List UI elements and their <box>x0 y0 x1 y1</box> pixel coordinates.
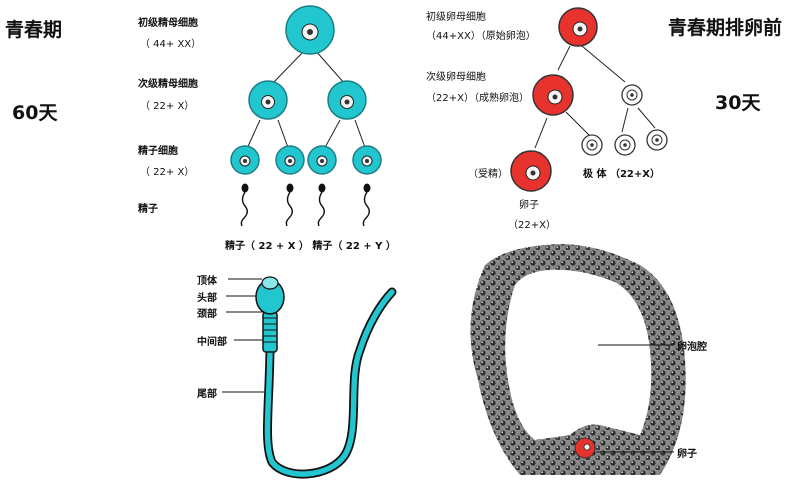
polar-body-cell <box>646 129 668 151</box>
spermatid-label: 精子细胞 <box>138 146 178 157</box>
secondary-spermatocyte-cell <box>248 80 288 120</box>
sperm-small <box>317 183 326 227</box>
spermatid-cell <box>352 145 382 175</box>
polar-body-cell <box>621 84 643 106</box>
primary-spermatocyte-label: 初级精母细胞 <box>138 18 198 29</box>
spermatid-chromosomes: （ 22+ X） <box>140 167 195 178</box>
sperm-small <box>285 183 294 227</box>
egg-cell <box>510 150 552 192</box>
tree-line <box>621 107 629 133</box>
secondary-oocyte-chromosomes: （22+X）（成熟卵泡） <box>426 93 529 104</box>
sperm-types-label: 精子（ 22 + X ） 精子（ 22 + Y ） <box>225 241 396 252</box>
tree-line <box>534 117 548 149</box>
spermatid-cell <box>307 145 337 175</box>
oogenesis-tree <box>534 45 656 149</box>
acrosome-label: 顶体 <box>197 276 217 287</box>
tree-line <box>271 49 306 85</box>
head-label: 头部 <box>197 293 217 304</box>
primary-oocyte-cell <box>558 7 598 47</box>
secondary-oocyte-label: 次级卵母细胞 <box>426 72 486 83</box>
tree-line <box>565 111 591 137</box>
follicle-antrum-label: 卵泡腔 <box>677 342 707 353</box>
primary-oocyte-label: 初级卵母细胞 <box>426 12 486 23</box>
tree-line <box>314 49 346 85</box>
male-age: 60天 <box>12 102 58 124</box>
fertilization-label: （受精） <box>468 169 508 180</box>
midpiece-label: 中间部 <box>197 337 227 348</box>
polar-body-cell <box>581 134 603 156</box>
tree-line <box>581 45 626 83</box>
tree-line <box>557 45 571 71</box>
neck-label: 颈部 <box>197 309 217 320</box>
follicle-egg-label: 卵子 <box>677 449 697 460</box>
tail-label: 尾部 <box>197 389 217 400</box>
polar-body-cell <box>614 134 636 156</box>
secondary-spermatocyte-cell <box>327 80 367 120</box>
spermatid-cell <box>275 145 305 175</box>
spermatogenesis-tree <box>244 49 368 154</box>
polar-body-label: 极 体 （22+X） <box>583 169 660 180</box>
tree-line <box>637 107 656 129</box>
male-stage-title: 青春期 <box>5 19 63 41</box>
female-age: 30天 <box>715 92 761 114</box>
follicle-drawing <box>470 244 686 475</box>
secondary-spermatocyte-label: 次级精母细胞 <box>138 79 198 90</box>
secondary-oocyte-cell <box>532 74 574 116</box>
egg-chromosomes: （22+X） <box>508 220 556 231</box>
sperm-label: 精子 <box>138 204 158 215</box>
egg-label: 卵子 <box>519 200 539 211</box>
sperm-small <box>240 183 249 227</box>
spermatid-cell <box>230 145 260 175</box>
sperm-small <box>362 183 371 227</box>
secondary-spermatocyte-chromosomes: （ 22+ X） <box>140 101 195 112</box>
sperm-anatomy-drawing <box>222 276 397 479</box>
primary-spermatocyte-chromosomes: （ 44+ XX） <box>140 39 202 50</box>
female-stage-title: 青春期排卵前 <box>668 17 783 39</box>
primary-oocyte-chromosomes: （44+XX）（原始卵泡） <box>426 31 536 42</box>
primary-spermatocyte-cell <box>285 5 335 55</box>
